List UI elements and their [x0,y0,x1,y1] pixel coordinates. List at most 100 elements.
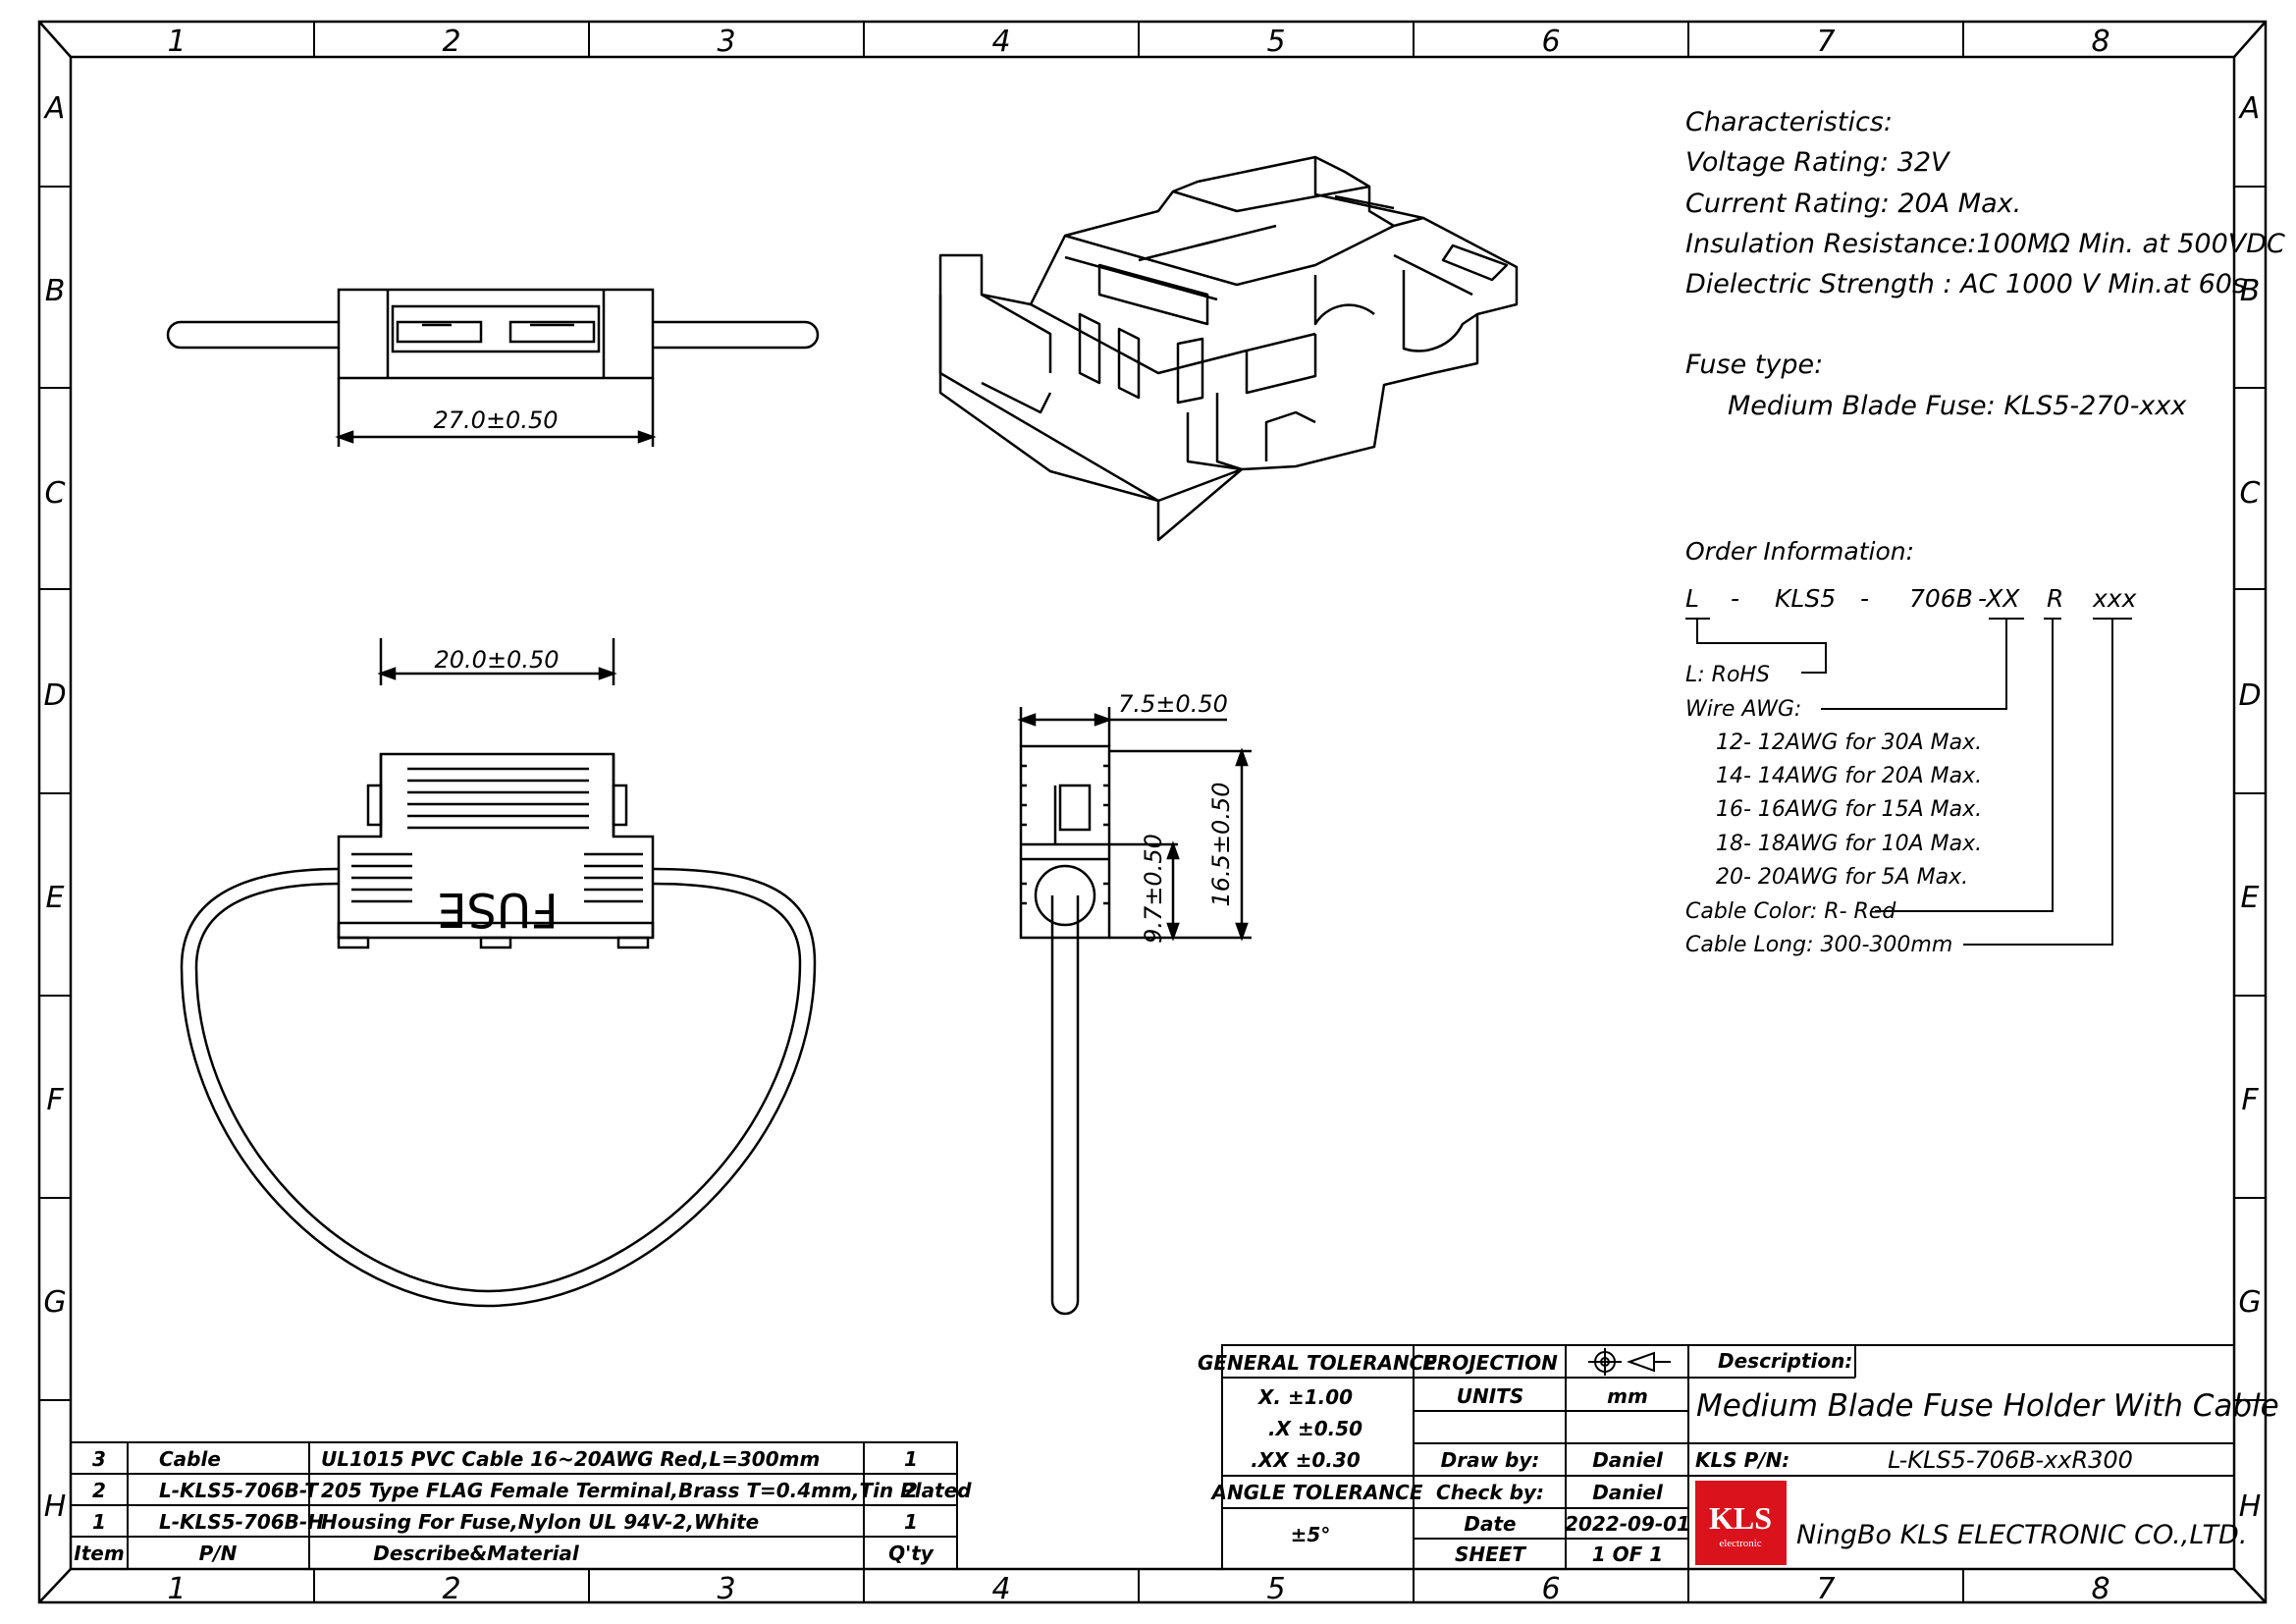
row-label-right: E [2241,881,2260,915]
order-awg-option: 18- 18AWG for 10A Max. [1716,832,1982,856]
bom-desc: Housing For Fuse,Nylon UL 94V-2,White [321,1510,759,1534]
logo-text: KLS [1709,1500,1772,1536]
order-wire-awg: Wire AWG: [1685,697,1801,722]
row-label-right: G [2238,1285,2261,1320]
date-value: 2022-09-01 [1565,1512,1690,1536]
row-label-left: H [44,1489,67,1524]
bom-header-desc: Describe&Material [373,1542,580,1565]
col-label-bottom: 8 [2091,1572,2109,1606]
order-awg-option: 14- 14AWG for 20A Max. [1716,764,1982,788]
col-label-bottom: 6 [1541,1572,1560,1606]
row-dividers [39,186,2266,1401]
bom-pn: L-KLS5-706B-H [159,1510,324,1534]
col-label-bottom: 4 [991,1572,1010,1606]
tolerance-x: X. ±1.00 [1256,1385,1353,1409]
row-label-left: E [46,881,65,915]
order-rohs: L: RoHS [1685,663,1770,687]
order-code-part: - [1860,584,1869,613]
order-code-part: R [2047,584,2063,613]
bom-table [70,1400,958,1570]
units-label: UNITS [1457,1384,1523,1408]
tolerance-xxx: .XX ±0.30 [1251,1448,1361,1472]
order-code-part: - [1731,584,1739,613]
order-code-part: xxx [2092,584,2137,613]
col-label-top: 6 [1541,25,1560,59]
projection-symbol-icon [1588,1348,1671,1376]
col-label-bottom: 7 [1816,1572,1835,1606]
angle-tolerance-value: ±5° [1291,1523,1331,1546]
order-leader-lines [1685,618,2132,946]
bom-header-pn: P/N [199,1542,238,1565]
order-cable-color: Cable Color: R- Red [1685,899,1896,924]
order-code-part: L [1685,584,1699,613]
col-label-top: 5 [1266,25,1285,59]
bom-cells: 3 Cable UL1015 PVC Cable 16~20AWG Red,L=… [74,1447,972,1565]
col-label-top: 1 [167,25,186,59]
row-label-left: D [43,678,66,713]
row-label-left: B [45,274,66,308]
front-view [180,638,817,1308]
date-label: Date [1464,1512,1516,1536]
row-label-right: D [2238,678,2261,713]
tolerance-xx: .X ±0.50 [1268,1417,1362,1440]
col-label-top: 8 [2091,25,2109,59]
column-labels: 1 2 3 4 5 6 7 8 1 2 3 4 5 6 7 8 [167,25,2109,1606]
side-view [1017,707,1252,1316]
bom-qty: 1 [904,1447,918,1471]
order-info-block: Order Information: L - KLS5 - 706B -XX R… [1685,537,2137,957]
column-dividers [313,22,1964,1602]
characteristics-heading: Characteristics: [1685,107,1893,137]
dim-side-height: 16.5±0.50 [1207,783,1235,907]
sheet-label: SHEET [1455,1543,1526,1566]
dim-top-width: 27.0±0.50 [434,406,559,434]
row-label-right: C [2240,476,2261,511]
bom-header-item: Item [74,1542,124,1565]
bom-header-qty: Q'ty [888,1542,934,1565]
bom-desc: 205 Type FLAG Female Terminal,Brass T=0.… [321,1479,972,1502]
col-label-top: 3 [717,25,735,59]
fuse-type-value: Medium Blade Fuse: KLS5-270-xxx [1728,391,2187,421]
description-label: Description: [1718,1349,1852,1373]
dim-side-inner: 9.7±0.50 [1140,834,1167,944]
sheet-border [37,20,2268,1604]
order-code-part: KLS5 [1775,584,1836,613]
logo-subtext: electronic [1719,1538,1761,1549]
fuse-type-heading: Fuse type: [1685,350,1823,380]
title-block-description: Description: Medium Blade Fuse Holder Wi… [1695,1349,2279,1550]
order-cable-long: Cable Long: 300-300mm [1685,933,1952,957]
row-label-left: C [45,476,66,511]
col-label-top: 7 [1816,25,1835,59]
order-code-part: 706B [1909,584,1973,613]
order-awg-option: 12- 12AWG for 30A Max. [1716,731,1982,755]
pn-label: KLS P/N: [1695,1448,1789,1472]
title-block-grid [1221,1344,2235,1570]
dielectric-strength: Dielectric Strength : AC 1000 V Min.at 6… [1685,269,2246,299]
top-view [166,288,820,447]
voltage-rating: Voltage Rating: 32V [1685,147,1951,178]
row-label-right: B [2240,274,2261,308]
bom-qty: 2 [904,1479,918,1502]
kls-logo: KLS electronic [1695,1481,1787,1565]
row-labels: A B C D E F G H A B C D E F G H [43,91,2262,1524]
order-code-part: -XX [1978,584,2020,613]
description-value: Medium Blade Fuse Holder With Cable [1696,1388,2279,1424]
bom-item: 3 [92,1447,106,1471]
row-label-right: H [2239,1489,2262,1524]
col-label-bottom: 2 [442,1572,460,1606]
bom-item: 1 [92,1510,106,1534]
general-tolerance-label: GENERAL TOLERANCE [1198,1351,1437,1375]
row-label-left: G [43,1285,66,1320]
check-by-value: Daniel [1592,1481,1664,1504]
angle-tolerance-label: ANGLE TOLERANCE [1209,1481,1422,1504]
row-label-right: A [2238,91,2261,126]
row-label-right: F [2241,1083,2259,1117]
order-awg-option: 16- 16AWG for 15A Max. [1716,797,1982,822]
col-label-top: 4 [991,25,1010,59]
logo-background [1695,1481,1787,1565]
order-info-heading: Order Information: [1685,537,1914,566]
current-rating: Current Rating: 20A Max. [1685,189,2021,219]
fuse-embossed-label: FUSE [437,882,559,937]
front-grille [351,767,643,903]
row-label-left: F [46,1083,64,1117]
